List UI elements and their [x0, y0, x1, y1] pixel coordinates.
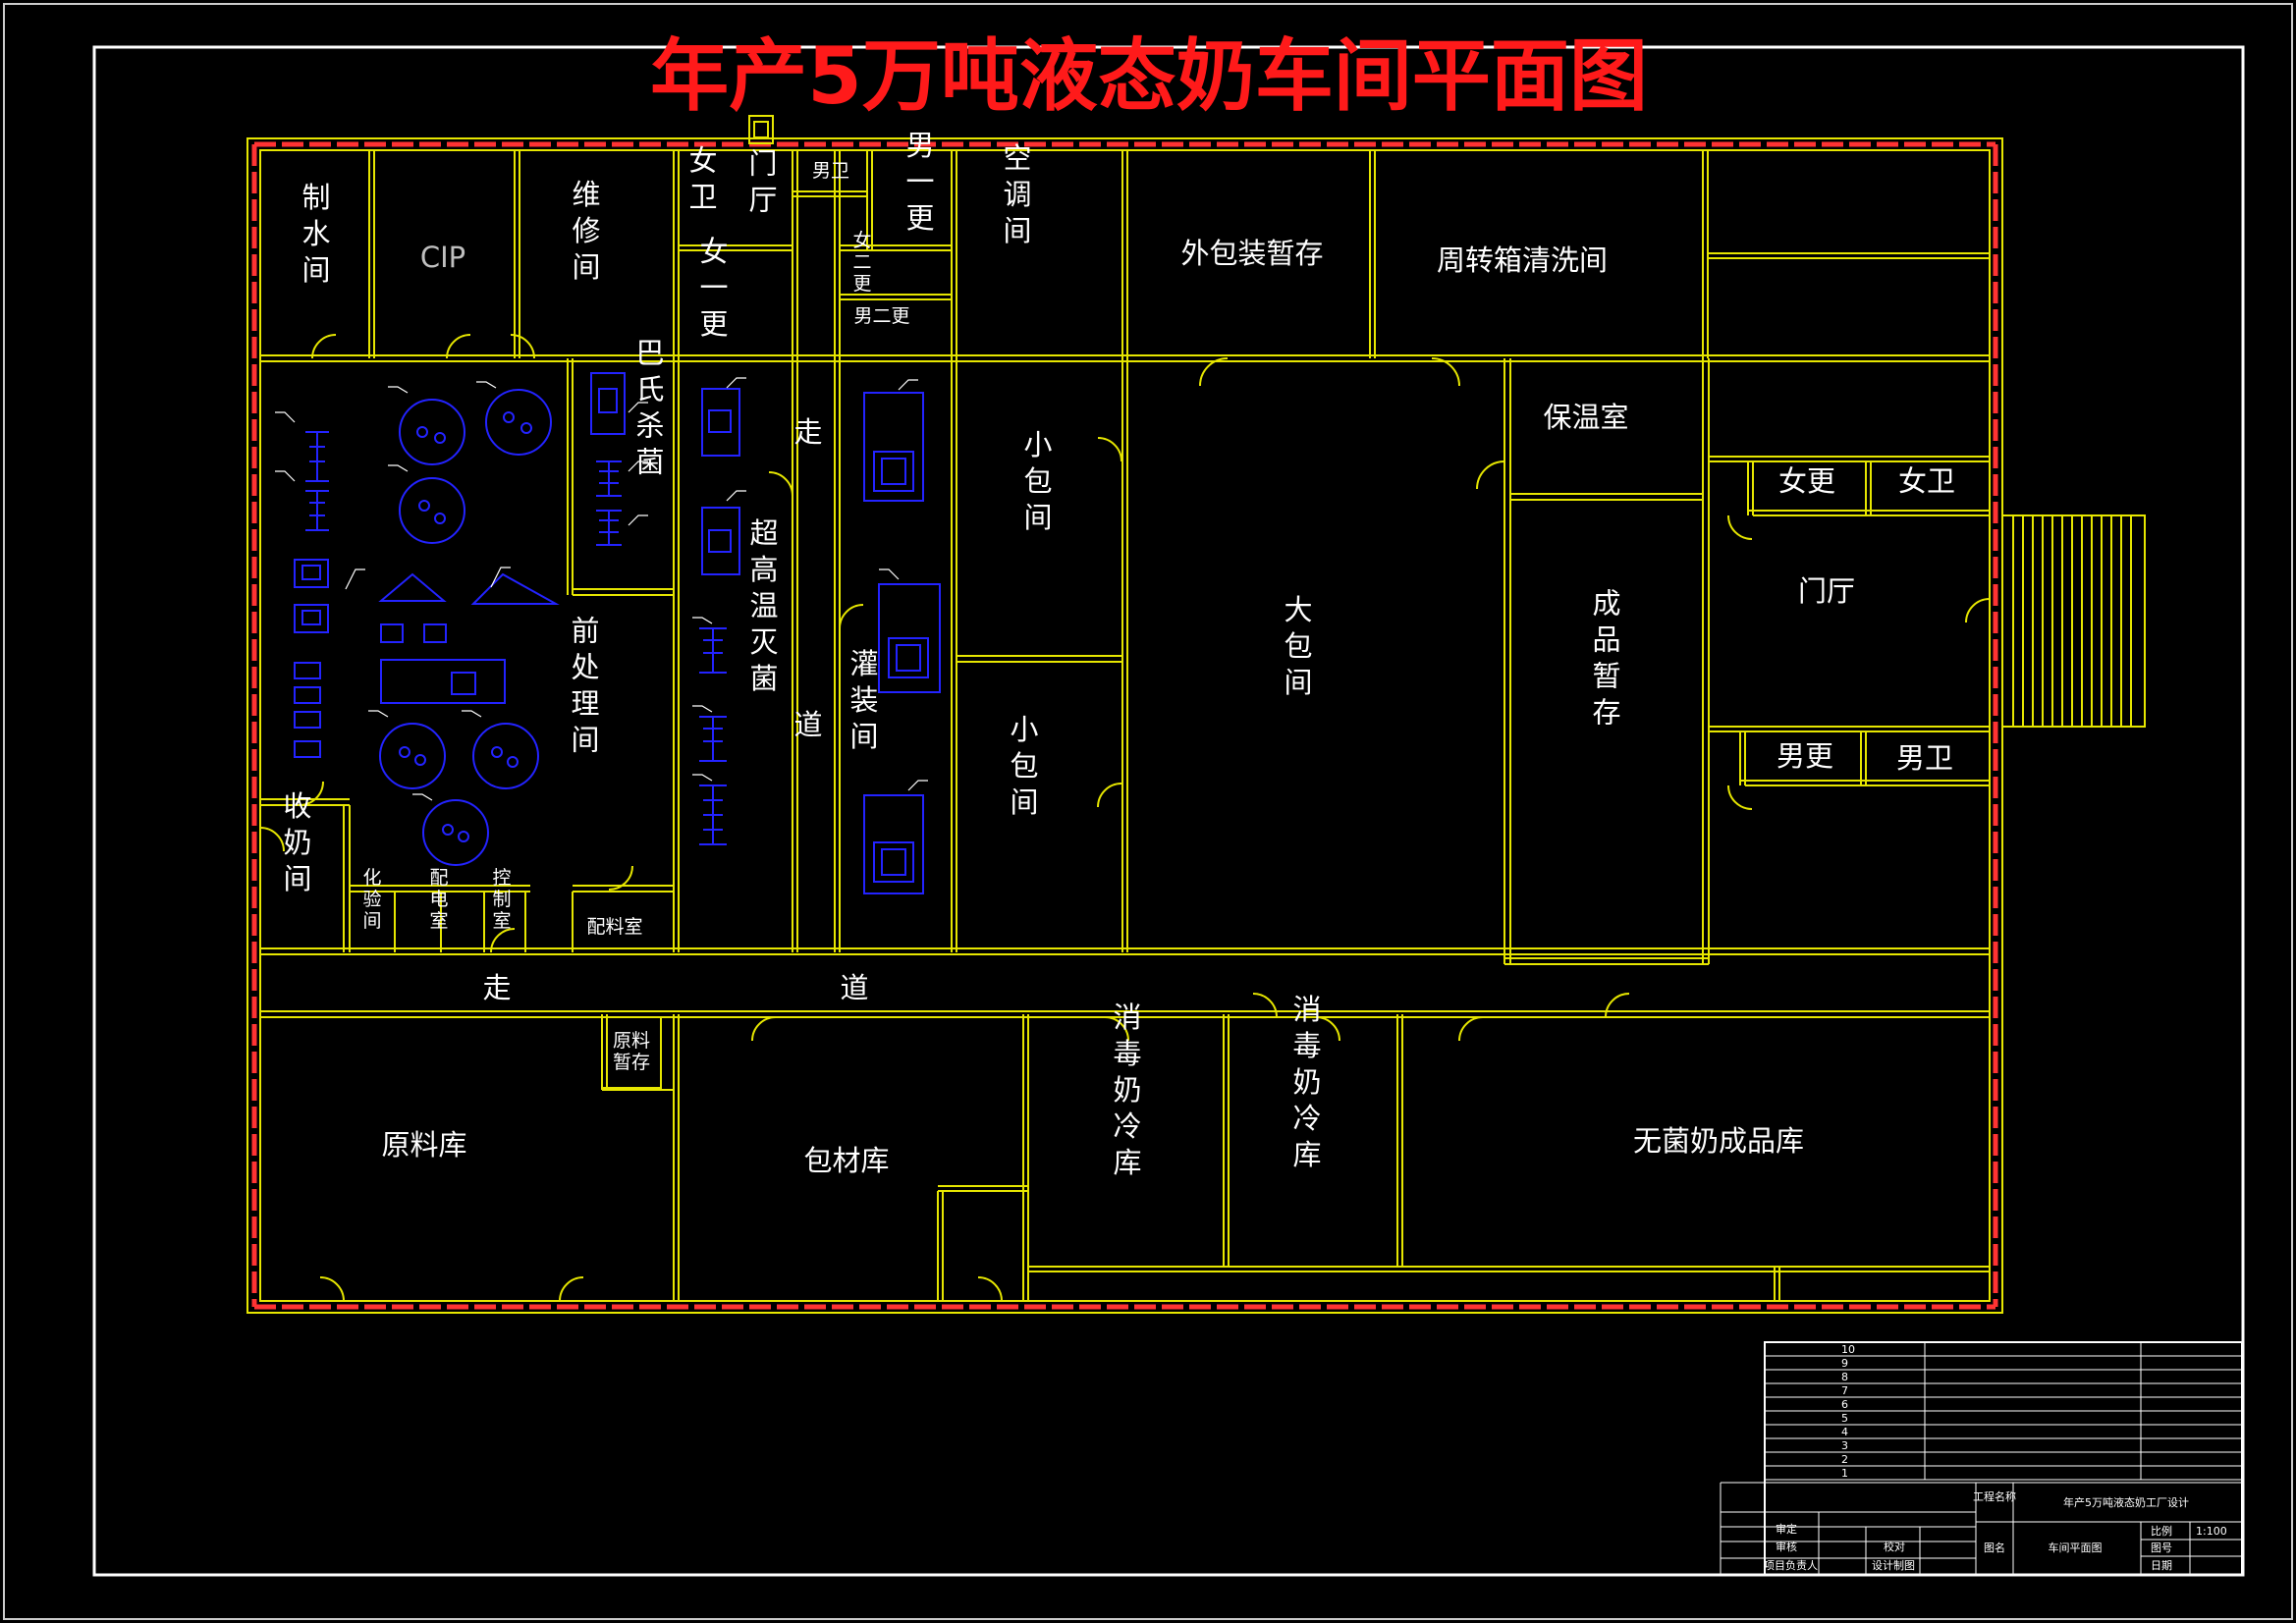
tb-row-number: 2 — [1841, 1453, 1848, 1466]
tb-row-number: 5 — [1841, 1412, 1848, 1425]
room-insulation: 保温室 — [1543, 401, 1628, 434]
tb-bili-value: 1:100 — [2196, 1525, 2227, 1538]
tb-row-number: 7 — [1841, 1384, 1848, 1397]
tb-drawing-name: 车间平面图 — [2049, 1541, 2103, 1554]
room-crate-washing: 周转箱清洗间 — [1437, 243, 1608, 277]
tb-sheji: 设计制图 — [1872, 1559, 1915, 1572]
triangle-equip-2 — [470, 572, 560, 605]
drawing-title: 年产5万吨液态奶车间平面图 — [650, 30, 1648, 122]
interior-walls — [260, 150, 1990, 1301]
room-female-changing-2: 女二更 — [852, 230, 871, 295]
tb-xiangmu: 项目负责人 — [1764, 1558, 1818, 1572]
room-water-treatment: 制水间 — [301, 181, 330, 287]
tb-project-name: 年产5万吨液态奶工厂设计 — [2063, 1495, 2189, 1509]
equipment-leaders — [275, 377, 928, 801]
room-female-changing-1: 女一更 — [699, 235, 728, 341]
tb-row-number: 8 — [1841, 1371, 1848, 1383]
tb-tuhao-label: 图号 — [2151, 1542, 2172, 1554]
room-batching: 配料室 — [586, 916, 642, 938]
tb-bili-label: 比例 — [2151, 1524, 2172, 1538]
equipment-symbols — [294, 372, 941, 894]
tb-shending: 审定 — [1776, 1522, 1797, 1536]
corridor-label-zou: 走 — [482, 971, 511, 1004]
tank-6 — [422, 799, 489, 866]
room-female-changing-east: 女更 — [1778, 464, 1835, 498]
tb-shenhe: 审核 — [1776, 1540, 1797, 1553]
room-finished-product-temp: 成品暂存 — [1592, 587, 1620, 730]
room-small-packing-1: 小包间 — [1023, 428, 1052, 534]
room-filling: 灌装间 — [849, 647, 878, 753]
room-cip: CIP — [420, 241, 465, 274]
room-packaging-material-store: 包材库 — [803, 1144, 889, 1177]
room-large-packing: 大包间 — [1284, 593, 1312, 699]
room-control: 控制室 — [492, 867, 511, 932]
corridor-vertical-zou: 走 — [793, 415, 822, 449]
room-pretreatment: 前处理间 — [571, 615, 599, 757]
tb-row-number: 10 — [1841, 1343, 1855, 1356]
tank-3 — [399, 477, 465, 544]
room-male-changing-2: 男二更 — [853, 305, 909, 327]
room-male-changing-1: 男一更 — [905, 129, 934, 235]
room-laboratory: 化验间 — [362, 867, 381, 932]
room-male-toilet-top: 男卫 — [812, 160, 849, 182]
room-maintenance: 维修间 — [572, 178, 600, 284]
tank-5 — [472, 723, 539, 789]
tb-jiaodui: 校对 — [1884, 1540, 1905, 1553]
corridor-label-dao: 道 — [840, 971, 868, 1004]
tank-2 — [485, 389, 552, 456]
corridor-vertical-dao: 道 — [793, 708, 822, 741]
tb-tuming-label: 图名 — [1984, 1541, 2005, 1554]
room-air-conditioning: 空调间 — [1003, 141, 1031, 247]
tb-row-number: 9 — [1841, 1357, 1848, 1370]
room-uht-sterilization: 超高温灭菌 — [749, 516, 778, 695]
east-stair — [2001, 514, 2146, 728]
room-disinfected-milk-cold-1: 消毒奶冷库 — [1113, 1001, 1141, 1179]
door-swings — [259, 334, 1991, 1302]
tb-row-number: 6 — [1841, 1398, 1848, 1411]
room-male-changing-east: 男更 — [1777, 739, 1833, 773]
room-raw-material-store: 原料库 — [381, 1128, 466, 1162]
room-aseptic-milk-store: 无菌奶成品库 — [1633, 1124, 1804, 1158]
room-female-toilet-east: 女卫 — [1898, 464, 1955, 498]
room-power-distribution: 配电室 — [429, 867, 448, 932]
room-lobby-east: 门厅 — [1798, 574, 1855, 608]
tank-1 — [399, 399, 465, 465]
room-outer-packaging-temp: 外包装暂存 — [1180, 237, 1323, 270]
room-small-packing-2: 小包间 — [1010, 713, 1038, 819]
tb-project-label: 工程名称 — [1973, 1489, 2016, 1503]
room-male-toilet-east: 男卫 — [1896, 741, 1953, 775]
room-female-toilet-top: 女卫 — [688, 144, 717, 214]
room-raw-material-temp-l1: 原料暂存 — [613, 1030, 650, 1073]
room-disinfected-milk-cold-2: 消毒奶冷库 — [1292, 993, 1321, 1171]
room-milk-reception: 收奶间 — [283, 789, 311, 895]
triangle-equip-1 — [378, 572, 447, 602]
drawing-frame — [92, 45, 2245, 1577]
tb-riqi-label: 日期 — [2151, 1559, 2172, 1572]
sheet-border — [3, 3, 2293, 1620]
outer-wall-hatch — [251, 141, 1998, 1310]
tb-row-number: 1 — [1841, 1467, 1848, 1480]
tank-4 — [379, 723, 446, 789]
tb-row-number: 4 — [1841, 1426, 1848, 1438]
top-entrance — [748, 115, 774, 144]
room-lobby-top: 门厅 — [748, 147, 777, 217]
room-pasteurization: 巴氏杀菌 — [635, 337, 664, 479]
tb-row-number: 3 — [1841, 1439, 1848, 1452]
